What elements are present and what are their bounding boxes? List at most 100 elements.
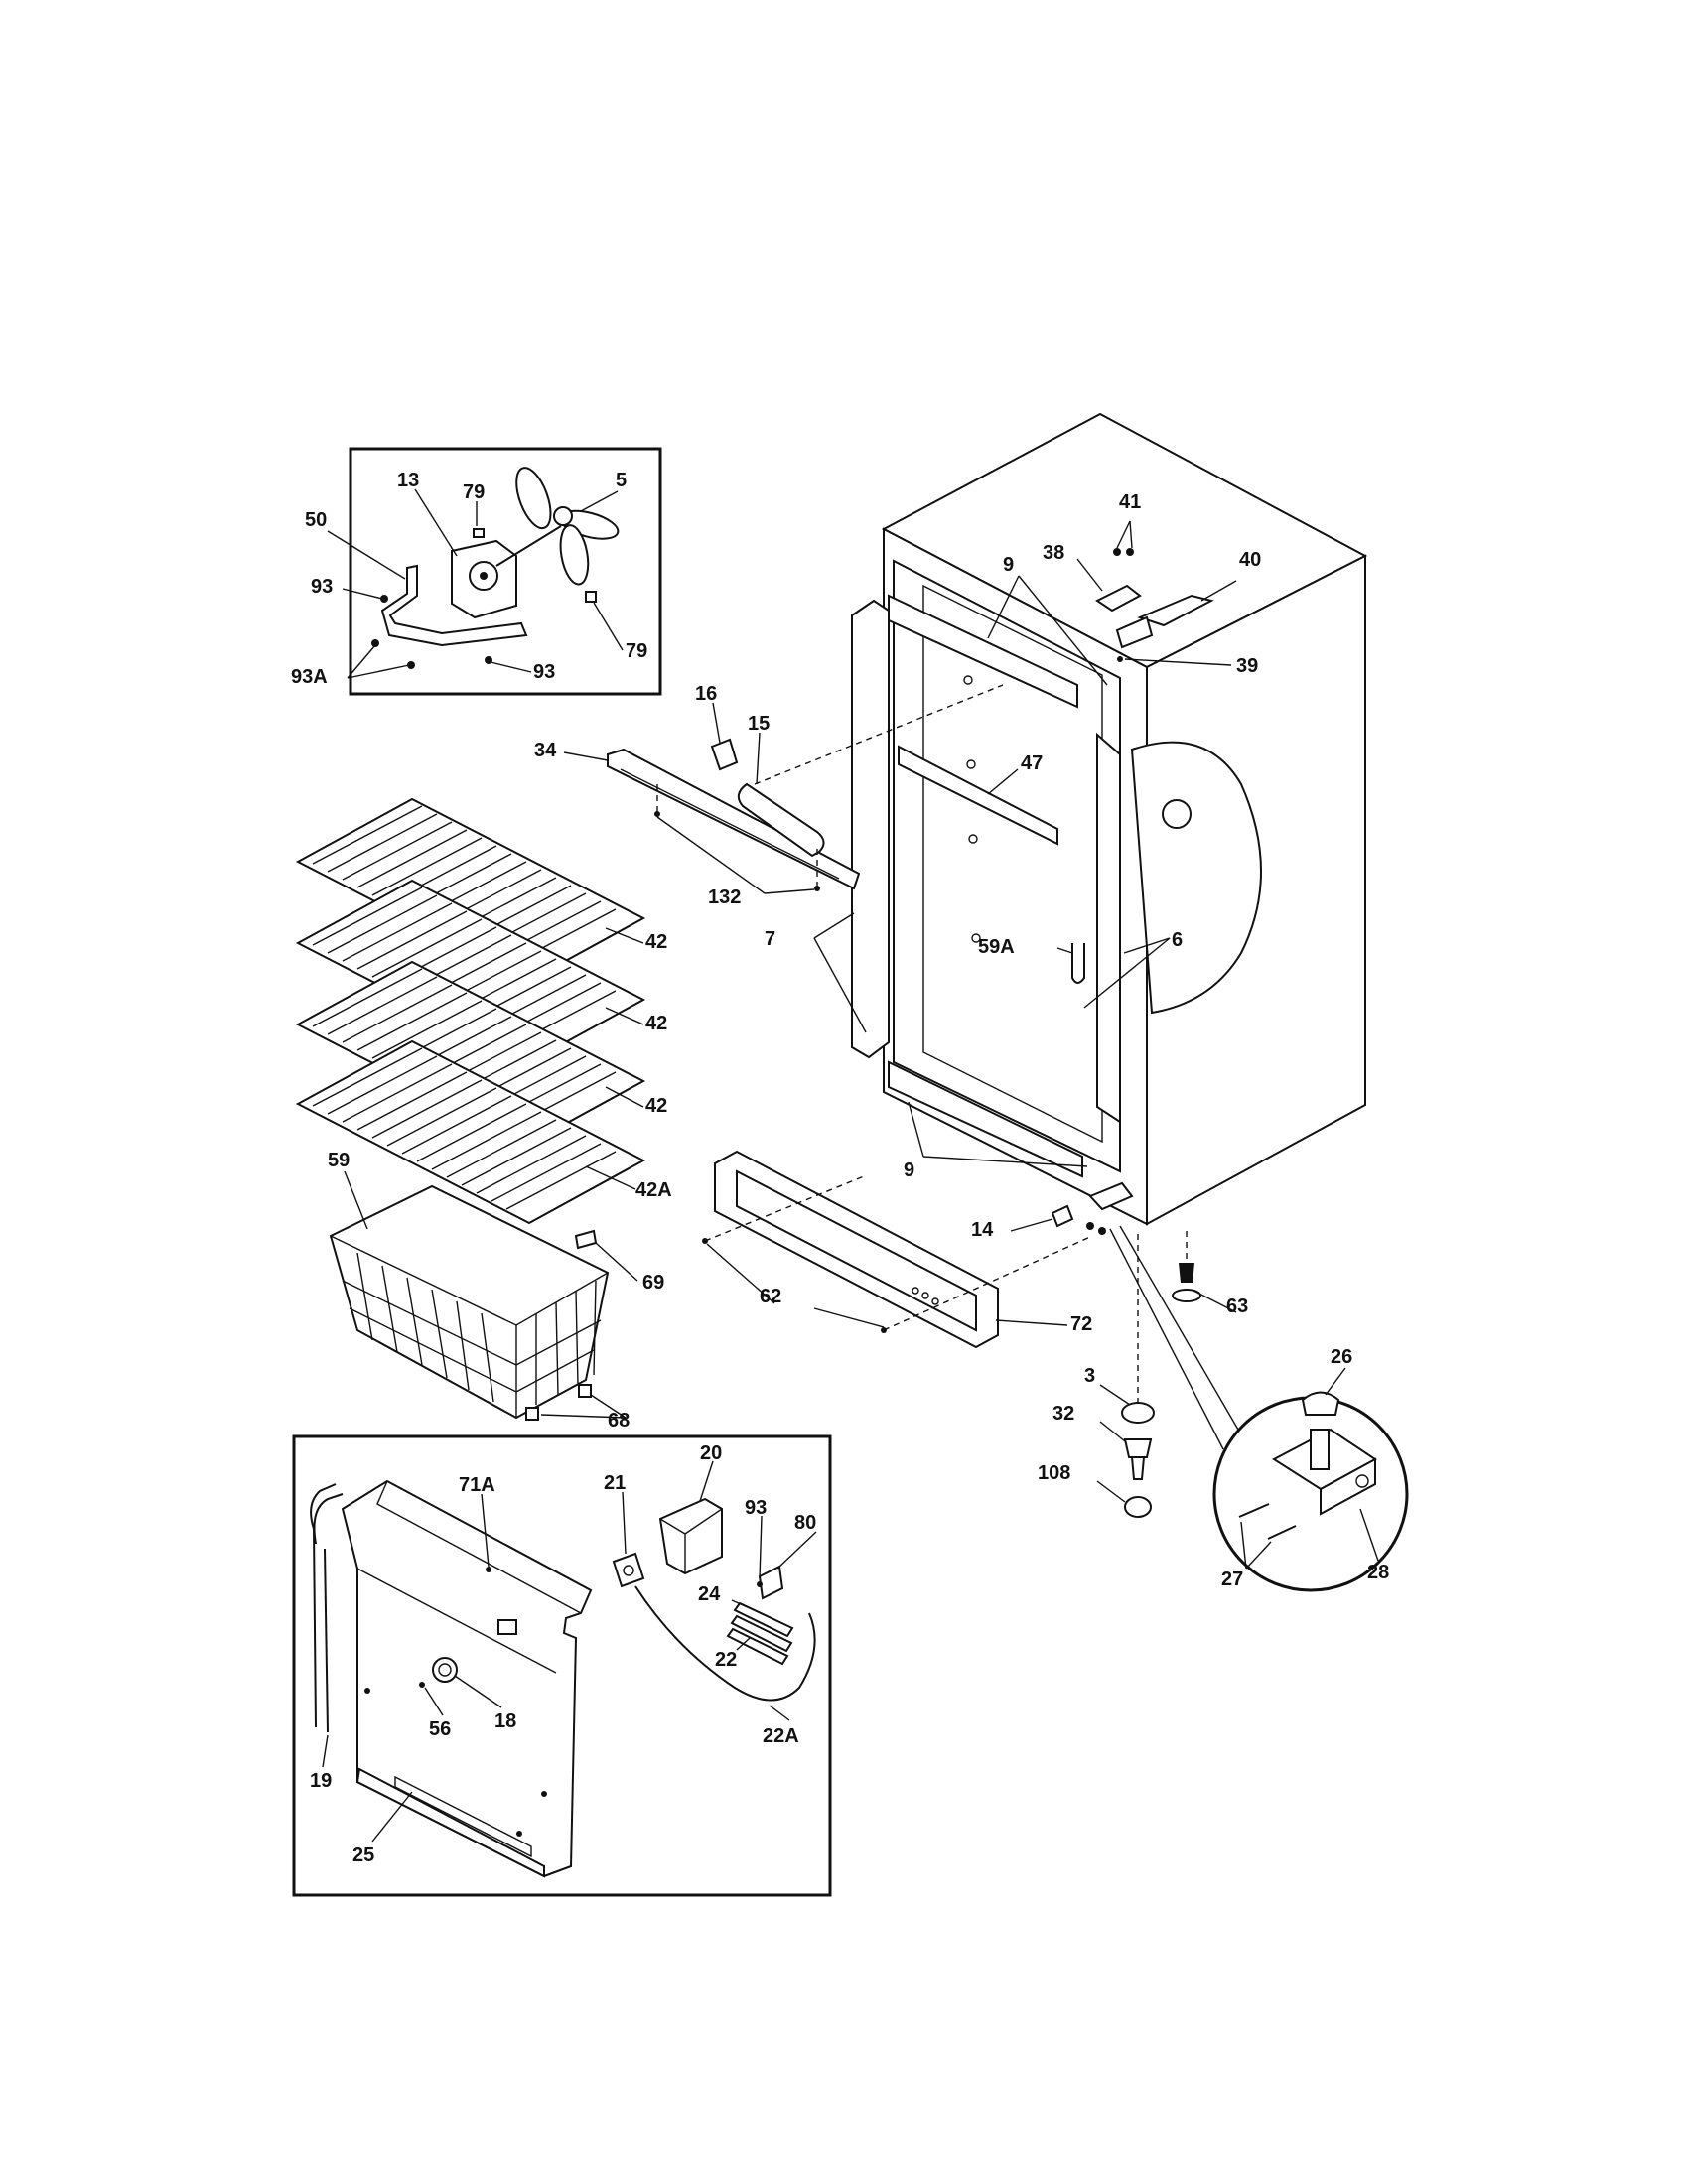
sensor-clip [733,1601,794,1638]
callout-5: 5 [616,470,627,491]
callout-108: 108 [1038,1462,1070,1484]
bottom-hinge [1088,1181,1134,1211]
hinge-bushing [1123,1438,1153,1458]
callout-21: 21 [604,1472,626,1494]
callout-16: 16 [695,683,717,705]
callout-42: 42 [645,931,667,953]
callout-19: 19 [310,1770,332,1792]
bottom-gasket [888,1060,1083,1178]
wire-shelf-4 [295,1039,646,1225]
callout-40: 40 [1239,549,1261,571]
callout-42A: 42A [635,1179,672,1201]
callout-59A: 59A [978,936,1015,958]
callout-9: 9 [904,1160,914,1181]
callout-9: 9 [1003,554,1014,576]
hinge-detail-inset [1109,1225,1409,1592]
callout-63: 63 [1226,1296,1248,1317]
callout-3: 3 [1084,1365,1095,1387]
callout-79: 79 [463,481,485,503]
callout-14: 14 [971,1219,994,1241]
top-hinge [1095,584,1142,613]
cabinet-liner [893,559,1121,1173]
callout-32: 32 [1052,1403,1074,1425]
callout-13: 13 [397,470,419,491]
light-shield [607,748,861,890]
callout-39: 39 [1236,655,1258,677]
sensor-bracket [758,1565,784,1600]
top-gasket [888,594,1078,709]
callout-6: 6 [1172,929,1183,951]
light-socket [710,738,739,771]
fan-motor-inset-frame [349,447,662,696]
hinge-plate [1115,615,1154,649]
callout-93: 93 [533,661,555,683]
grommet [585,591,597,603]
light-assembly [563,684,1004,894]
freezer-cabinet [813,412,1368,1313]
callout-93A: 93A [291,666,328,688]
screw [371,639,379,647]
capillary-tube [634,1585,816,1702]
callout-18: 18 [494,1710,516,1732]
basket-foot [578,1384,592,1398]
control-cutout [497,1619,517,1635]
callout-68: 68 [608,1410,630,1432]
light-bulb [737,782,825,858]
thermostat-cover [658,1497,723,1575]
callout-15: 15 [748,713,770,735]
callout-26: 26 [1331,1346,1352,1368]
callout-59: 59 [328,1150,350,1171]
hinge-washer [1124,1496,1152,1518]
callout-56: 56 [429,1718,451,1740]
basket-clip [574,1229,598,1250]
callout-22A: 22A [763,1725,799,1747]
callout-22: 22 [715,1649,737,1671]
callout-50: 50 [305,509,327,531]
storage-basket [329,1170,638,1421]
grommet [473,528,485,538]
grille-frame [714,1150,999,1349]
callout-72: 72 [1070,1313,1092,1335]
control-knob [432,1657,458,1683]
screw [407,661,415,669]
control-back-panel [341,1479,593,1878]
callout-47: 47 [1021,752,1043,774]
hinge-cap-knob [1301,1391,1340,1416]
basket-foot [525,1407,539,1421]
callout-25: 25 [352,1844,374,1866]
callout-28: 28 [1367,1562,1389,1583]
door-hinge-parts [1010,1204,1155,1518]
hinge-cover [1137,594,1214,627]
callout-93: 93 [745,1497,767,1519]
callout-34: 34 [534,740,557,761]
callout-7: 7 [765,928,775,950]
tube [310,1483,344,1545]
screw [380,595,388,603]
right-gasket [1096,732,1121,1124]
shelf-support [898,745,1058,846]
callout-38: 38 [1043,542,1064,564]
callout-24: 24 [698,1583,721,1605]
callout-71A: 71A [459,1474,495,1496]
callout-62: 62 [760,1286,781,1307]
fan-blade [515,467,620,586]
callout-132: 132 [708,887,741,908]
callout-42: 42 [645,1013,667,1034]
hinge-pin [1051,1204,1074,1228]
callout-79: 79 [626,640,647,662]
callout-labels: 79 13 5 50 93 93A 93 79 41 38 40 9 39 16… [291,470,1389,1866]
control-inset-frame [292,1434,832,1897]
callout-27: 27 [1221,1569,1243,1590]
wire-shelves [295,797,646,1225]
left-gasket [851,599,890,1059]
motor-bracket [380,564,528,647]
hinge-cap [1121,1402,1155,1424]
callout-42: 42 [645,1095,667,1117]
callout-20: 20 [700,1442,722,1464]
callout-69: 69 [642,1272,664,1294]
basket-hook [1071,943,1085,984]
control-inset [292,1434,832,1897]
thermostat [612,1552,645,1588]
leveling-leg [1179,1263,1194,1283]
